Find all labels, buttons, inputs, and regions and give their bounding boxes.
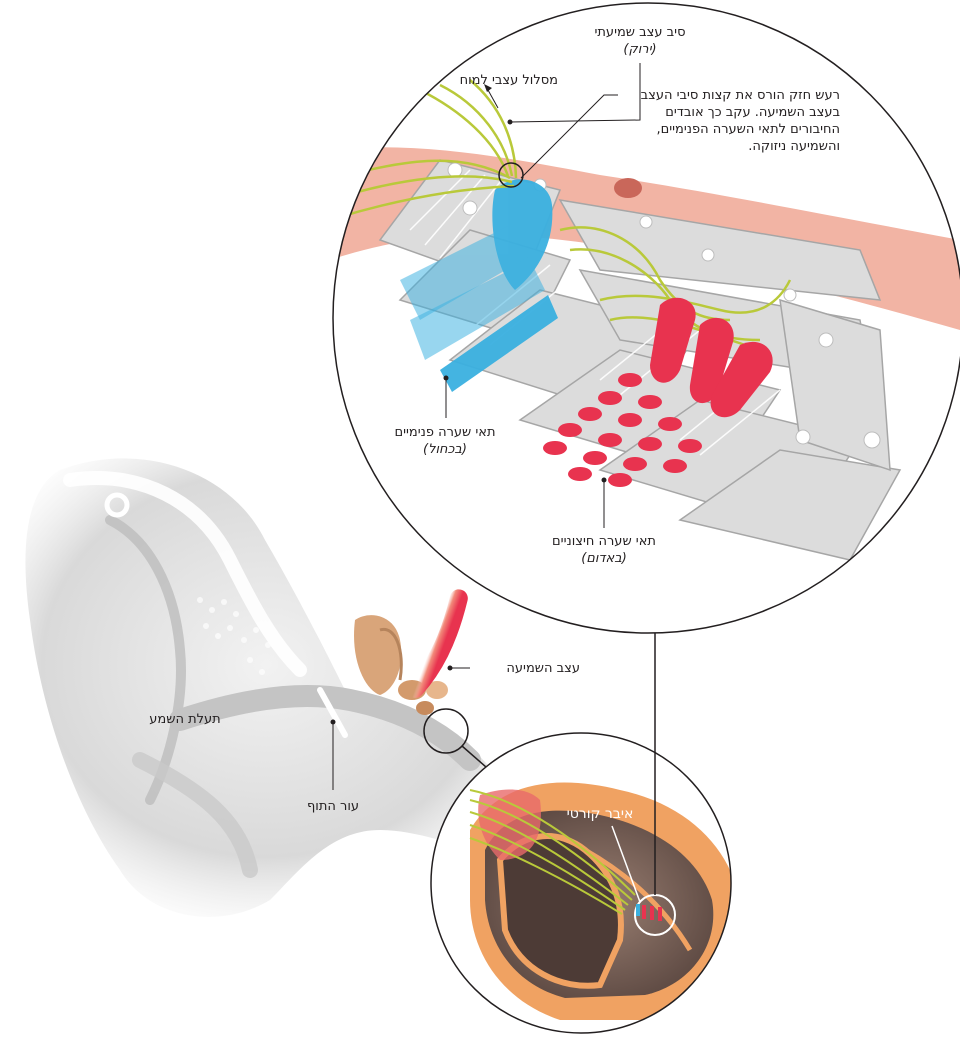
label-auditory-nerve-fiber-text: סיב עצב שמיעתי <box>594 25 686 40</box>
outer-hair-cells-shape <box>543 297 773 487</box>
cochlea-zoom-marker <box>423 708 469 754</box>
label-ear-canal: תעלת השמע <box>135 711 235 728</box>
organ-of-corti-closeup <box>332 2 960 634</box>
dot-nerve-fiber <box>507 119 513 125</box>
dot-auditory-nerve <box>447 665 453 671</box>
label-outer-hair-cells: תאי שערה חיצוניים (באדום) <box>540 533 668 567</box>
inner-hair-cells-shape <box>400 179 558 392</box>
label-noise-damage: רעש חזק הורס את קצות סיבי העצב בעצב השמי… <box>622 87 840 155</box>
outer-ear <box>25 458 561 917</box>
dot-outer-hair <box>601 477 607 483</box>
label-noise-damage-line-2: בעצב השמיעה. עקב כך אובדים <box>665 105 840 120</box>
bone-texture <box>197 597 271 675</box>
arrow-to-brain <box>484 84 492 92</box>
dot-eardrum <box>330 719 336 725</box>
label-inner-hair-cells-text: תאי שערה פנימיים <box>394 425 496 440</box>
helix-fold <box>63 471 307 677</box>
auditory-nerve-shape <box>406 589 468 698</box>
helix-curl <box>104 492 130 518</box>
label-neural-pathway-text: מסלול עצבי למוח <box>459 73 558 88</box>
label-auditory-nerve-fiber: סיב עצב שמיעתי (ירוק) <box>580 24 700 58</box>
label-neural-pathway: מסלול עצבי למוח <box>440 72 558 89</box>
label-organ-of-corti-text: איבר קורטי <box>566 806 634 822</box>
leader-lines <box>332 63 641 790</box>
label-inner-hair-cells: תאי שערה פנימיים (בכחול) <box>385 424 505 458</box>
label-eardrum-text: עור התוף <box>306 799 360 814</box>
eardrum-shape <box>317 687 348 738</box>
label-outer-hair-cells-color: (באדום) <box>581 551 627 566</box>
dot-inner-hair <box>443 375 449 381</box>
label-organ-of-corti: איבר קורטי <box>552 806 648 823</box>
label-auditory-nerve: עצב השמיעה <box>470 660 580 677</box>
label-noise-damage-line-4: והשמיעה ניזוקה. <box>748 139 840 154</box>
label-outer-hair-cells-text: תאי שערה חיצוניים <box>552 534 656 549</box>
label-inner-hair-cells-color: (בכחול) <box>423 442 467 457</box>
concha-shade <box>132 752 258 878</box>
antihelix-fold <box>105 515 186 805</box>
label-noise-damage-line-1: רעש חזק הורס את קצות סיבי העצב <box>640 88 840 103</box>
label-noise-damage-line-3: החיבורים לתאי השערה הפנימיים, <box>656 122 840 137</box>
ear-canal-shape <box>169 685 481 771</box>
label-eardrum: עור התוף <box>290 798 376 815</box>
label-auditory-nerve-fiber-color: (ירוק) <box>623 42 657 57</box>
cochlea-cross-section <box>430 732 732 1034</box>
label-auditory-nerve-text: עצב השמיעה <box>506 661 580 676</box>
label-ear-canal-text: תעלת השמע <box>149 712 221 727</box>
